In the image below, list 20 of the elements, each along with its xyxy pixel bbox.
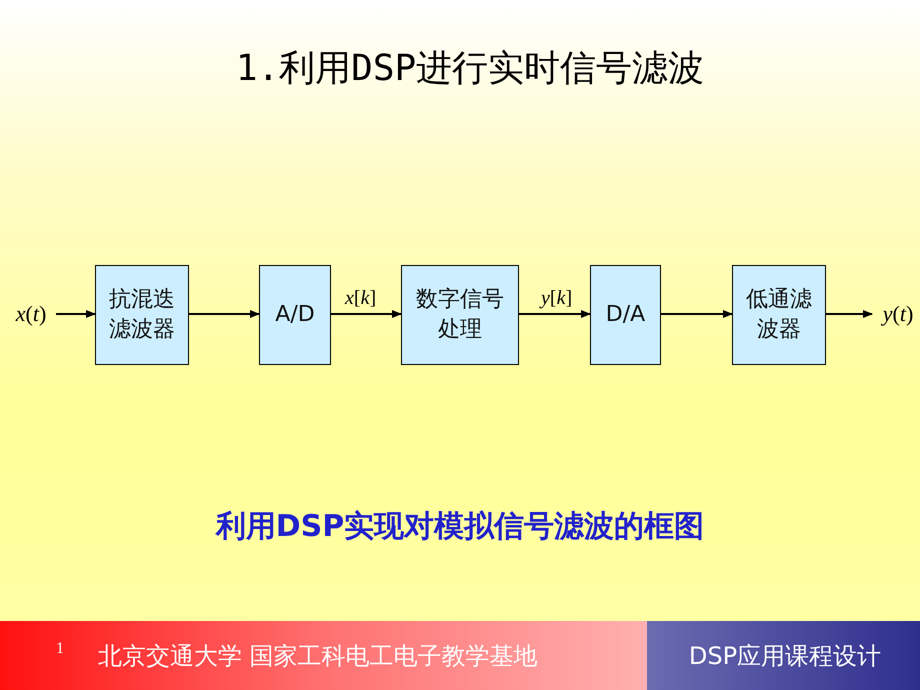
process-box: 抗混迭滤波器 [95,265,189,365]
arrow [331,310,402,318]
slide-number: 1 [55,640,65,658]
signal-label: y(t) [876,294,920,334]
figure-caption: 利用DSP实现对模拟信号滤波的框图 [214,508,706,546]
arrow [661,310,733,318]
footer-text: DSP应用课程设计 [688,641,882,672]
edge-label: y[k] [541,287,572,310]
process-box: D/A [590,265,661,365]
edge-label: x[k] [345,287,376,310]
arrow [519,310,591,318]
arrow [826,310,873,318]
arrow [56,310,96,318]
process-box: 数字信号处理 [401,265,519,365]
process-box: 低通滤波器 [732,265,826,365]
footer-text: 北京交通大学 国家工科电工电子教学基地 [98,641,539,672]
slide-title: 1.利用DSP进行实时信号滤波 [234,47,706,91]
signal-label: x(t) [8,294,54,334]
process-box: A/D [259,265,331,365]
arrow [189,310,260,318]
